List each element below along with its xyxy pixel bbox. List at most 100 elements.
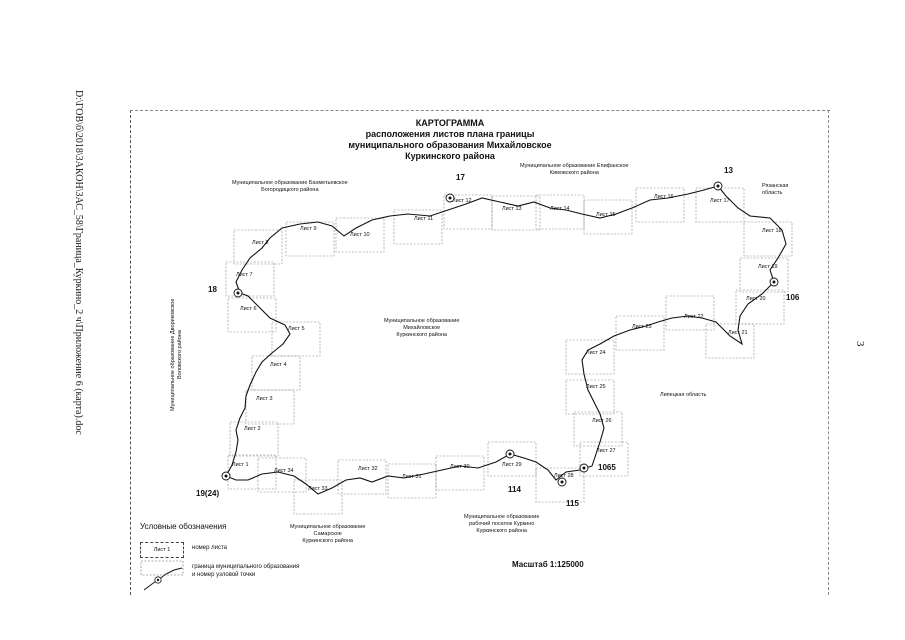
region-epifanskoe-line1: Муниципальное образование Епифанское xyxy=(520,163,629,169)
region-bakhmetyevskoe: Муниципальное образование Бахметьевское … xyxy=(232,180,348,194)
sheet-label: Лист 5 xyxy=(288,326,305,332)
region-samarskoe-line1: Муниципальное образование xyxy=(290,524,366,530)
sheet-label: Лист 14 xyxy=(550,206,570,212)
sheet-cell xyxy=(635,187,685,223)
sheet-cell xyxy=(229,421,279,457)
node-point-center xyxy=(236,291,240,295)
node-label: 114 xyxy=(508,485,521,494)
sheet-label: Лист 12 xyxy=(452,198,472,204)
sheet-label: Лист 8 xyxy=(252,240,269,246)
region-ryazan-line2: область xyxy=(762,190,783,196)
sheet-cell xyxy=(487,441,537,477)
legend-boundary-line2: и номер узловой точки xyxy=(192,572,256,578)
region-epifanskoe: Муниципальное образование Епифанское Ким… xyxy=(520,163,629,177)
legend-boundary-line1: граница муниципального образования xyxy=(192,564,300,570)
sheet-label: Лист 20 xyxy=(746,296,766,302)
sheet-cell xyxy=(335,217,385,253)
sheet-cell xyxy=(393,209,443,245)
title-line-1: КАРТОГРАММА xyxy=(415,118,485,128)
sheet-label: Лист 11 xyxy=(414,216,433,222)
region-dvorikovskoe-line2: Воловского района xyxy=(177,330,183,380)
frame-left-border xyxy=(130,110,132,595)
region-kurkino-line3: Куркинского района xyxy=(476,528,527,534)
node-point-center xyxy=(716,184,720,188)
sheet-cell xyxy=(293,479,343,515)
sheet-cell xyxy=(491,195,541,231)
sheet-label: Лист 16 xyxy=(654,194,674,200)
sheet-cell xyxy=(227,454,277,490)
sheet-cell xyxy=(565,339,615,375)
sheet-cell xyxy=(257,457,307,493)
sheet-cell xyxy=(387,463,437,499)
sheet-label: Лист 1 xyxy=(232,462,249,468)
region-bakhmetyevskoe-line2: Богородицкого района xyxy=(261,187,319,193)
node-label: 13 xyxy=(724,166,733,175)
sheet-label: Лист 34 xyxy=(274,468,294,474)
map-title: КАРТОГРАММА расположения листов плана гр… xyxy=(300,118,600,162)
sheet-cell xyxy=(565,379,615,415)
sheet-label: Лист 13 xyxy=(502,206,522,212)
title-line-4: Куркинского района xyxy=(405,151,495,161)
legend-title: Условные обозначения xyxy=(140,522,227,531)
sheet-label: Лист 25 xyxy=(586,384,606,390)
sheet-label: Лист 18 xyxy=(762,228,782,234)
sheet-cell xyxy=(705,323,755,359)
sheet-label: Лист 4 xyxy=(270,362,287,368)
sheet-cell xyxy=(233,229,283,265)
region-ryazan-line1: Рязанская xyxy=(762,183,789,189)
region-samarskoe-line2: Самарское xyxy=(313,531,342,537)
sheet-label: Лист 26 xyxy=(592,418,612,424)
sheet-label: Лист 3 xyxy=(256,396,273,402)
sheet-label: Лист 23 xyxy=(632,324,652,330)
boundary-line xyxy=(225,185,787,495)
node-point-center xyxy=(772,280,776,284)
sheet-label: Лист 30 xyxy=(450,464,470,470)
file-path-text: D:\ГОВ\б\2018\ЗАКОН\ЗАС_58\Граница_Курки… xyxy=(73,90,84,435)
sheet-cell xyxy=(615,315,665,351)
region-mikhaylovskoe: Муниципальное образование Михайловское К… xyxy=(384,318,459,339)
sheet-cell xyxy=(665,295,715,331)
node-label: 1065 xyxy=(598,463,616,472)
node-point-center xyxy=(508,452,512,456)
frame-right-border xyxy=(828,110,830,595)
sheet-label: Лист 28 xyxy=(554,473,574,479)
region-kurkino-line1: Муниципальное образование xyxy=(464,514,540,520)
sheet-cell xyxy=(583,199,633,235)
region-mikhaylovskoe-line1: Муниципальное образование xyxy=(384,318,460,324)
sheet-cell xyxy=(735,289,785,325)
legend-sheet-label: номер листа xyxy=(192,545,227,551)
sheet-label: Лист 19 xyxy=(758,264,778,270)
node-label: 106 xyxy=(786,293,800,302)
legend-boundary-symbol xyxy=(140,560,184,591)
region-epifanskoe-line2: Кимовского района xyxy=(549,170,599,176)
node-point-center xyxy=(224,474,228,478)
region-kurkino-line2: рабочий поселок Куркино xyxy=(469,521,535,527)
sheet-label: Лист 21 xyxy=(728,330,748,336)
sheet-label: Лист 9 xyxy=(300,226,317,232)
node-point-center xyxy=(448,196,452,200)
sheet-cell xyxy=(271,321,321,357)
sheet-label: Лист 2 xyxy=(244,426,261,432)
node-point-center xyxy=(560,480,564,484)
sheet-cell xyxy=(535,467,585,503)
region-dvorikovskoe-line1: Муниципальное образование Двориковское xyxy=(170,298,176,412)
region-kurkino: Муниципальное образование рабочий посело… xyxy=(464,514,539,535)
legend-boundary-label: граница муниципального образования и ном… xyxy=(192,563,342,579)
sheet-label: Лист 31 xyxy=(402,474,422,480)
frame-top-border xyxy=(130,110,830,112)
sheet-label: Лист 22 xyxy=(684,314,704,320)
region-samarskoe-line3: Куркинского района xyxy=(302,538,353,544)
sheet-cell xyxy=(535,194,585,230)
node-label: 19(24) xyxy=(196,489,219,498)
sheet-cell xyxy=(245,389,295,425)
sheet-label: Лист 32 xyxy=(358,466,378,472)
sheet-label: Лист 6 xyxy=(240,306,257,312)
region-ryazan: Рязанская область xyxy=(762,183,788,197)
sheet-cell xyxy=(225,261,275,297)
sheet-label: Лист 33 xyxy=(308,486,328,492)
sheet-label: Лист 10 xyxy=(350,232,370,238)
sheet-label: Лист 29 xyxy=(502,462,522,468)
region-bakhmetyevskoe-line1: Муниципальное образование Бахметьевское xyxy=(232,180,348,186)
region-dvorikovskoe: Муниципальное образование Двориковское В… xyxy=(170,290,184,420)
